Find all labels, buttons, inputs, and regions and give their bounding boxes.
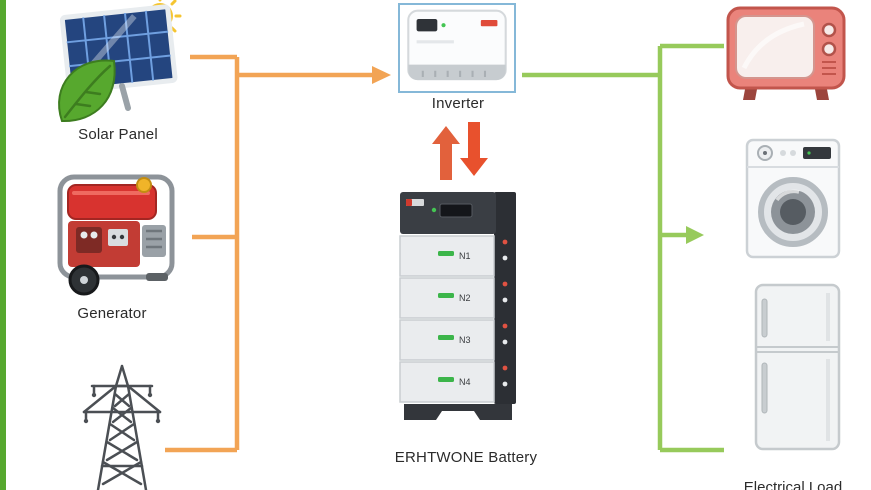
battery-module: N1 — [399, 235, 495, 277]
discharge-down-arrow — [460, 122, 488, 176]
inverter-logo — [480, 20, 498, 27]
battery-module: N3 — [399, 319, 495, 361]
outlet-panel — [108, 229, 128, 246]
tv-knob — [821, 22, 837, 38]
battery-display — [439, 203, 473, 218]
television-image — [726, 6, 846, 100]
source-lines — [165, 54, 372, 453]
battery-tower-image: N1 N2 N3 N4 — [399, 192, 516, 420]
solar-panel-label: Solar Panel — [78, 126, 158, 143]
fridge-door-gap — [756, 346, 839, 353]
inverter-display — [416, 18, 438, 32]
load-lines — [522, 43, 724, 453]
inverter-label: Inverter — [431, 95, 485, 112]
foot — [146, 273, 168, 281]
leaf-icon — [58, 59, 116, 123]
charge-up-arrow — [432, 126, 460, 180]
battery-module: N4 — [399, 361, 495, 403]
fuel-cap — [136, 177, 152, 193]
washer-button — [790, 150, 796, 156]
control-panel — [76, 227, 102, 253]
fridge-handle — [761, 362, 768, 414]
washer-feed-arrowhead — [686, 226, 704, 244]
svg-text:N4: N4 — [459, 377, 471, 387]
washer-display — [803, 147, 831, 159]
battery-module: N2 — [399, 277, 495, 319]
status-led — [441, 23, 446, 28]
battery-label: ERHTWONE Battery — [394, 449, 538, 466]
inverter-highlight-box — [398, 3, 516, 93]
left-accent-strip — [0, 0, 6, 490]
inverter-feed-arrowhead — [372, 66, 391, 84]
engine-block — [142, 225, 166, 257]
panel-stand — [119, 83, 131, 111]
inverter-image — [407, 9, 507, 81]
tv-speaker-grill — [822, 61, 836, 75]
generator-frame — [57, 174, 175, 280]
tv-knob — [821, 41, 837, 57]
generator-label: Generator — [77, 305, 147, 322]
fridge-handle — [761, 298, 768, 338]
terminal-dots — [502, 239, 508, 387]
battery-modules: N1 N2 N3 N4 — [399, 235, 495, 403]
transmission-tower-image — [82, 364, 162, 490]
washer-button — [780, 150, 786, 156]
generator-image — [57, 174, 175, 296]
svg-text:N3: N3 — [459, 335, 471, 345]
fridge-body — [754, 283, 841, 451]
svg-text:N2: N2 — [459, 293, 471, 303]
svg-text:N1: N1 — [459, 251, 471, 261]
battery-flow-arrows — [432, 122, 488, 180]
battery-base — [404, 404, 512, 420]
refrigerator-image — [754, 283, 841, 451]
appliances-label-cut: Electrical Load — [743, 479, 843, 490]
inverter-bottom-band — [408, 64, 506, 81]
washing-machine-image — [745, 138, 841, 259]
battery-status-led — [431, 207, 437, 213]
solar-panel-image — [58, 0, 182, 123]
tv-screen — [735, 15, 815, 79]
